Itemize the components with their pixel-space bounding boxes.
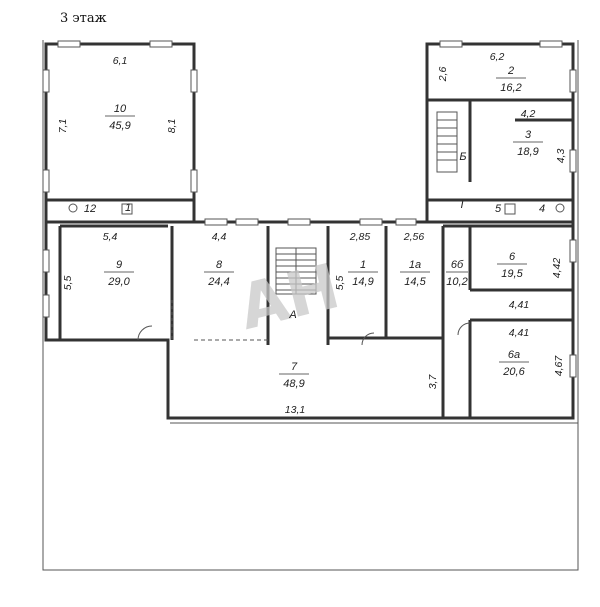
room-6-label: 6 19,5 <box>497 251 527 280</box>
toilet-icon <box>555 203 565 213</box>
svg-text:48,9: 48,9 <box>283 378 304 390</box>
room-10-label: 10 45,9 <box>105 103 135 132</box>
window <box>190 169 198 193</box>
sink-icon <box>504 203 516 215</box>
window <box>42 249 50 273</box>
svg-text:10,2: 10,2 <box>446 276 467 288</box>
window <box>439 40 463 48</box>
corridor-i-label: I <box>460 199 463 211</box>
stair-b-label: Б <box>459 151 466 163</box>
toilet-icon <box>68 203 78 213</box>
window <box>539 40 563 48</box>
window <box>569 354 577 378</box>
svg-text:3: 3 <box>525 129 532 141</box>
svg-text:2: 2 <box>507 65 514 77</box>
dim-label: 4,4 <box>212 231 227 243</box>
window <box>569 69 577 93</box>
svg-text:10: 10 <box>114 103 127 115</box>
svg-text:14,5: 14,5 <box>404 276 426 288</box>
room-5-label: 5 <box>495 203 502 215</box>
floor-title: 3 этаж <box>60 11 107 26</box>
room-3-label: 3 18,9 <box>513 129 543 158</box>
svg-text:18,9: 18,9 <box>517 146 538 158</box>
svg-text:19,5: 19,5 <box>501 268 523 280</box>
dim-label: 13,1 <box>285 404 305 416</box>
dim-label: 2,85 <box>349 231 371 243</box>
stair-a-label: А <box>288 309 296 321</box>
room-12-label: 12 <box>84 203 96 215</box>
room-6b-label: 6б 10,2 <box>446 259 468 288</box>
room-1-label: 1 14,9 <box>348 259 378 288</box>
svg-text:14,9: 14,9 <box>352 276 373 288</box>
dim-label: 4,2 <box>521 108 536 120</box>
dim-label: 5,5 <box>334 276 346 291</box>
room-9-label: 9 29,0 <box>104 259 134 288</box>
window <box>204 218 228 226</box>
window <box>42 294 50 318</box>
main-body-walls <box>44 222 575 420</box>
dim-label: 5,4 <box>103 231 118 243</box>
svg-text:7: 7 <box>291 361 298 373</box>
window <box>42 69 50 93</box>
svg-text:16,2: 16,2 <box>500 82 521 94</box>
dim-label: 4,67 <box>553 355 565 377</box>
svg-text:6: 6 <box>509 251 516 263</box>
window <box>287 218 311 226</box>
dim-label: 6,2 <box>490 51 505 63</box>
room-11-label: 1 <box>125 202 131 214</box>
room-7-label: 7 48,9 <box>279 361 309 390</box>
dim-label: 8,1 <box>166 119 178 134</box>
door-arc <box>137 325 153 341</box>
right-wing-walls <box>425 42 575 224</box>
dim-label: 4,42 <box>551 258 563 279</box>
staircase-a <box>275 247 317 295</box>
svg-text:1: 1 <box>360 259 366 271</box>
room-1a-label: 1а 14,5 <box>400 259 430 288</box>
dim-label: 6,1 <box>113 55 128 67</box>
room-6a-label: 6а 20,6 <box>499 349 529 378</box>
dim-label: 4,41 <box>509 299 529 311</box>
svg-text:9: 9 <box>116 259 122 271</box>
svg-text:24,4: 24,4 <box>207 276 229 288</box>
window <box>190 69 198 93</box>
svg-text:45,9: 45,9 <box>109 120 130 132</box>
dim-label: 3,7 <box>427 374 439 390</box>
window <box>42 169 50 193</box>
staircase-b <box>436 111 458 173</box>
door-arc <box>457 322 471 336</box>
window <box>359 218 383 226</box>
window <box>57 40 81 48</box>
window <box>395 218 417 226</box>
svg-text:6а: 6а <box>508 349 520 361</box>
room-8-label: 8 24,4 <box>204 259 234 288</box>
window <box>569 149 577 173</box>
dim-label: 4,3 <box>555 149 567 164</box>
svg-text:8: 8 <box>216 259 223 271</box>
dim-label: 5,5 <box>62 276 74 291</box>
window <box>149 40 173 48</box>
svg-text:1а: 1а <box>409 259 421 271</box>
svg-text:20,6: 20,6 <box>502 366 525 378</box>
window <box>569 239 577 263</box>
svg-text:29,0: 29,0 <box>107 276 130 288</box>
dim-label: 2,56 <box>403 231 425 243</box>
dim-label: 4,41 <box>509 327 529 339</box>
sink-icon <box>121 203 133 215</box>
svg-text:6б: 6б <box>451 259 464 271</box>
dim-label: 7,1 <box>57 119 69 134</box>
room-10-walls <box>44 42 196 224</box>
room-4-label: 4 <box>539 203 545 215</box>
window <box>235 218 259 226</box>
dim-label: 2,6 <box>437 67 449 83</box>
room-2-label: 2 16,2 <box>496 65 526 94</box>
door-arc <box>361 332 375 346</box>
